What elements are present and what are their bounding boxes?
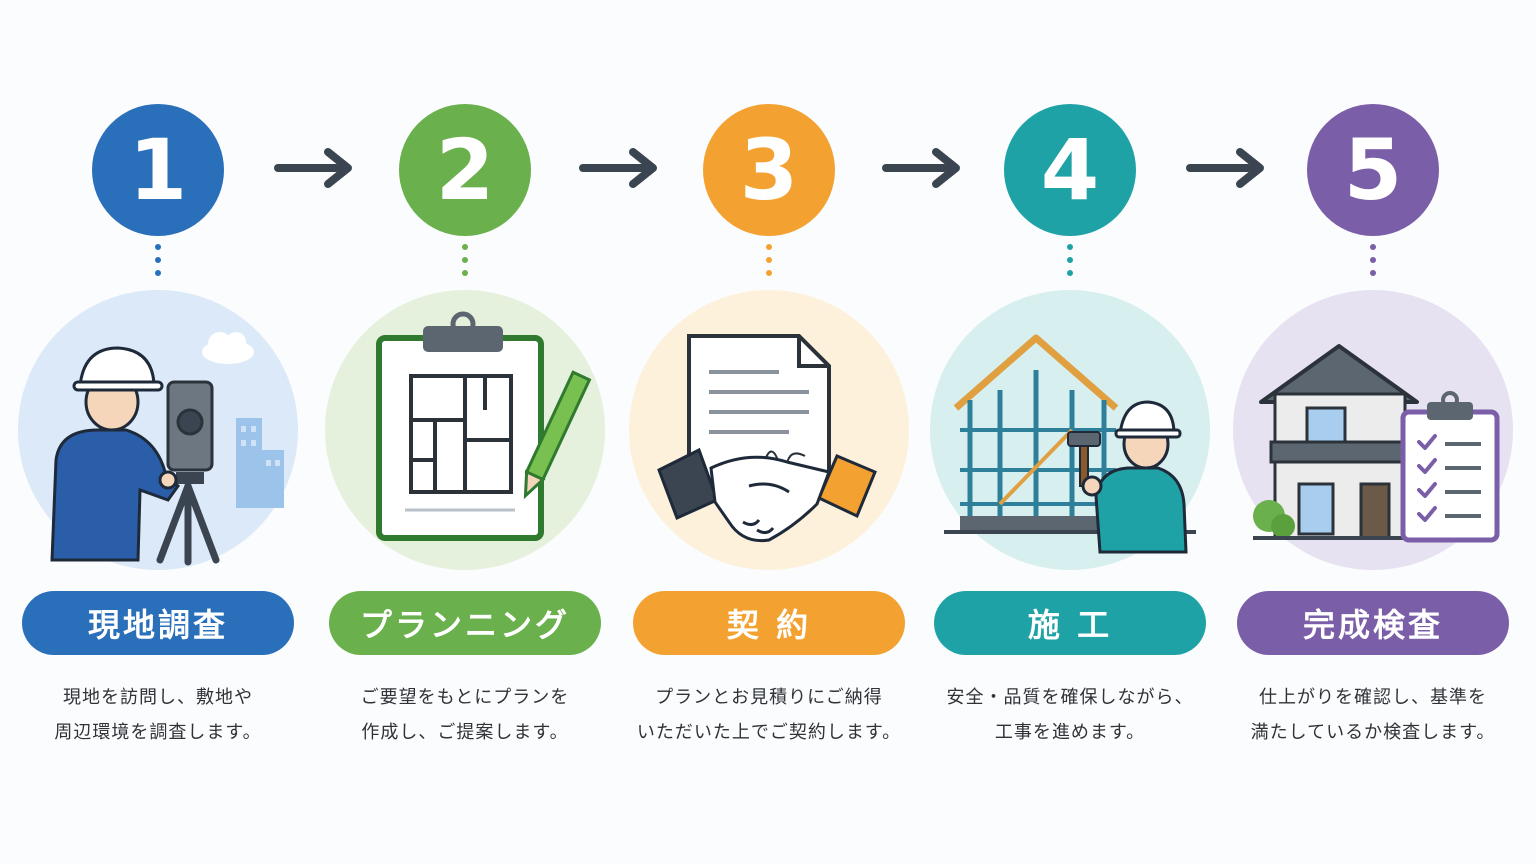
arrow-right-icon (882, 148, 960, 188)
step-number-circle: 4 (1004, 104, 1136, 236)
dotted-connector (766, 244, 772, 283)
dotted-connector (462, 244, 468, 283)
step-description: 安全・品質を確保しながら、 工事を進めます。 (920, 680, 1220, 750)
step-description: ご要望をもとにプランを 作成し、ご提案します。 (315, 680, 615, 750)
description-line: 満たしているか検査します。 (1250, 722, 1496, 743)
dotted-connector (1067, 244, 1073, 283)
step-2: 2 プランニング ご要望をもとにプランを 作成し、ご提案します。 (315, 0, 615, 864)
step-title-pill: 施 工 (934, 591, 1206, 655)
step-title-pill: 完成検査 (1237, 591, 1509, 655)
step-title-pill: 現地調査 (22, 591, 294, 655)
step-description: 仕上がりを確認し、基準を 満たしているか検査します。 (1223, 680, 1523, 750)
description-line: 作成し、ご提案します。 (361, 722, 569, 743)
construction-icon (944, 334, 1196, 554)
step-number-circle: 2 (399, 104, 531, 236)
step-title-pill: 契 約 (633, 591, 905, 655)
description-line: 周辺環境を調査します。 (54, 722, 262, 743)
step-3: 3 契 約 プランとお見積りにご納得 いただいた上でご契約します。 (619, 0, 919, 864)
description-line: プランとお見積りにご納得 (655, 687, 883, 708)
description-line: ご要望をもとにプランを (360, 687, 570, 708)
step-number-circle: 3 (703, 104, 835, 236)
step-1: 1 現地調査 現地を訪問し、敷地や 周辺環境を調査します。 (8, 0, 308, 864)
arrow-right-icon (1186, 148, 1264, 188)
description-line: 仕上がりを確認し、基準を (1259, 687, 1487, 708)
step-5: 5 完成検査 仕上がりを確認し、基準を 満たしているか検査します。 (1223, 0, 1523, 864)
step-number-circle: 5 (1307, 104, 1439, 236)
arrow-right-icon (274, 148, 352, 188)
step-description: プランとお見積りにご納得 いただいた上でご契約します。 (619, 680, 919, 750)
step-title-pill: プランニング (329, 591, 601, 655)
description-line: 工事を進めます。 (994, 722, 1146, 743)
surveyor-icon (50, 332, 284, 566)
clipboard-floorplan-icon (376, 311, 592, 541)
description-line: 現地を訪問し、敷地や (63, 687, 253, 708)
handshake-contract-icon (657, 334, 877, 543)
step-4: 4 施 工 安全・品質を確保しながら、 工事を進めます。 (920, 0, 1220, 864)
description-line: 安全・品質を確保しながら、 (946, 687, 1194, 708)
step-description: 現地を訪問し、敷地や 周辺環境を調査します。 (8, 680, 308, 750)
dotted-connector (155, 244, 161, 283)
step-number-circle: 1 (92, 104, 224, 236)
arrow-right-icon (579, 148, 657, 188)
house-checklist-icon (1253, 344, 1500, 543)
description-line: いただいた上でご契約します。 (636, 722, 902, 743)
dotted-connector (1370, 244, 1376, 283)
